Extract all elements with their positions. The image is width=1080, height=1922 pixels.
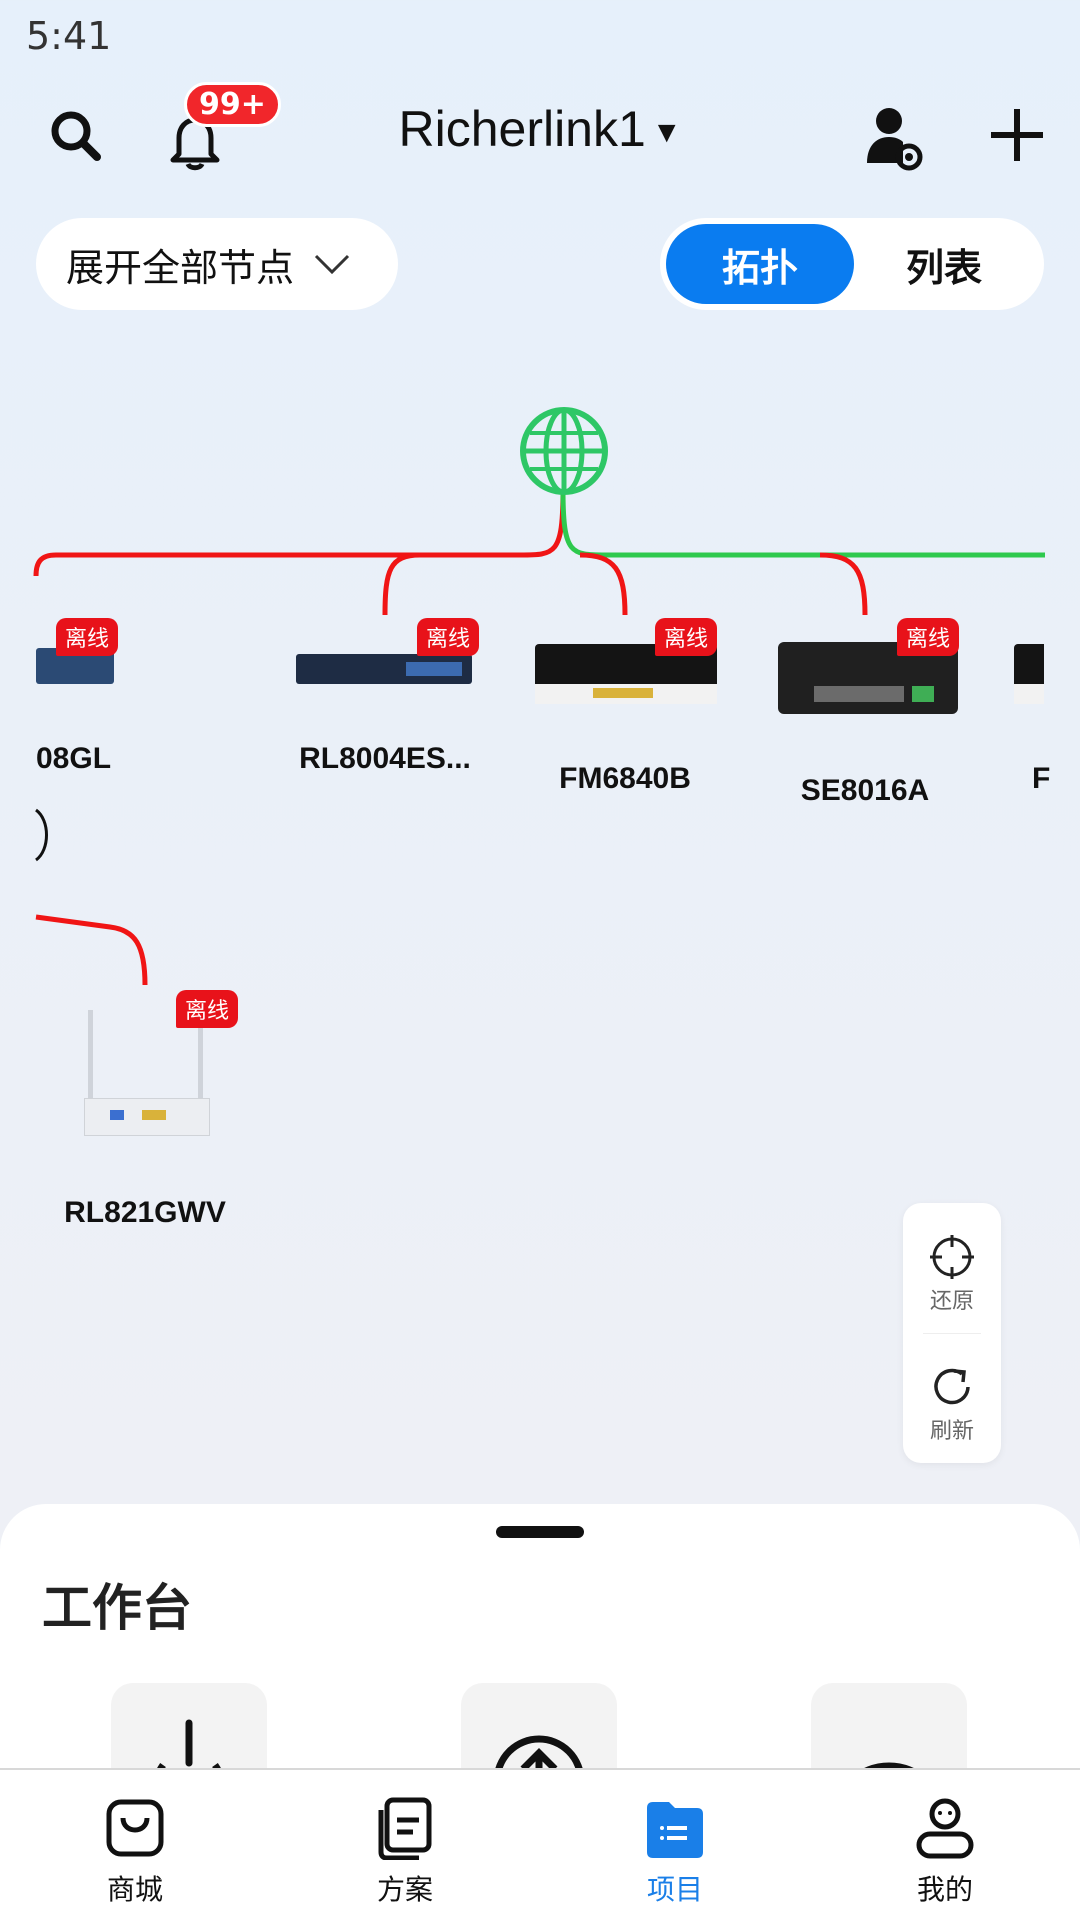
- tab-topology[interactable]: 拓扑: [666, 224, 854, 304]
- tab-mall[interactable]: 商城: [60, 1796, 210, 1908]
- expand-label: 展开全部节点: [66, 245, 295, 290]
- user-settings-icon[interactable]: [858, 104, 928, 174]
- topology-links: [33, 489, 1045, 986]
- folder-icon: [647, 1802, 703, 1858]
- sheet-title: 工作台: [42, 1579, 192, 1637]
- tab-label: 项目: [646, 1873, 703, 1906]
- sheet-drag-handle[interactable]: [496, 1526, 584, 1538]
- device-label: 08GL: [36, 742, 112, 775]
- tab-solution[interactable]: 方案: [330, 1796, 480, 1908]
- device-label: RL8004ES...: [299, 742, 471, 775]
- device-image[interactable]: [296, 654, 472, 684]
- tab-label: 我的: [916, 1873, 973, 1906]
- offline-badge: 离线: [417, 618, 480, 656]
- status-time: 5:41: [26, 14, 112, 58]
- offline-badge: 离线: [897, 618, 960, 656]
- device-label: RL821GWV: [64, 1196, 226, 1229]
- search-icon[interactable]: [40, 100, 110, 170]
- view-toggle: 拓扑 列表: [660, 218, 1044, 310]
- divider: [923, 1333, 981, 1334]
- offline-badge: 离线: [655, 618, 718, 656]
- device-image[interactable]: [1014, 644, 1044, 704]
- tab-mine[interactable]: 我的: [870, 1796, 1020, 1908]
- crosshair-icon: [930, 1235, 974, 1279]
- tab-list[interactable]: 列表: [905, 245, 982, 290]
- document-icon: [378, 1797, 432, 1860]
- add-icon[interactable]: [982, 100, 1052, 170]
- tab-label: 方案: [376, 1873, 433, 1906]
- device-image[interactable]: [80, 1010, 210, 1140]
- device-label: SE8016A: [800, 774, 930, 807]
- internet-globe-icon[interactable]: [518, 405, 610, 497]
- refresh-label: 刷新: [929, 1419, 974, 1444]
- tab-label: 商城: [106, 1873, 163, 1906]
- project-title[interactable]: Richerlink1▼: [0, 100, 1080, 158]
- floating-toolbar: 还原 刷新: [903, 1203, 1001, 1463]
- tab-project[interactable]: 项目: [600, 1796, 750, 1908]
- reset-label: 还原: [929, 1289, 974, 1314]
- person-icon: [916, 1798, 974, 1859]
- refresh-button[interactable]: 刷新: [903, 1363, 1001, 1445]
- device-label: F: [1032, 762, 1051, 795]
- project-title-text: Richerlink1: [398, 101, 646, 157]
- chevron-down-icon: [314, 254, 350, 275]
- bottom-tab-bar: 商城 方案 项目 我的: [0, 1768, 1080, 1922]
- offline-badge: 离线: [176, 990, 239, 1028]
- bag-icon: [106, 1799, 164, 1857]
- offline-badge: 离线: [56, 618, 119, 656]
- refresh-icon: [934, 1368, 970, 1405]
- expand-all-nodes-button[interactable]: 展开全部节点: [36, 218, 398, 310]
- reset-button[interactable]: 还原: [903, 1233, 1001, 1315]
- caret-down-icon: ▼: [651, 115, 682, 149]
- notification-badge: 99+: [184, 82, 281, 127]
- device-label: FM6840B: [559, 762, 691, 795]
